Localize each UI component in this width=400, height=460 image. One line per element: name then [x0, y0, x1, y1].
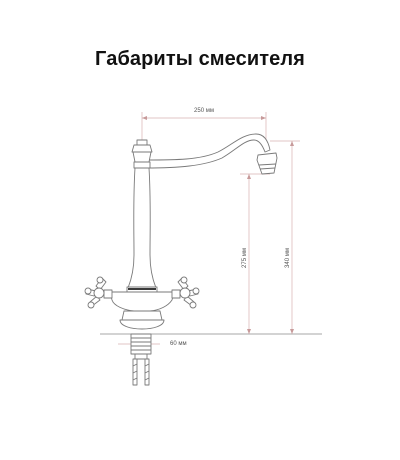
supply-hoses [132, 358, 150, 386]
threaded-shank [130, 333, 152, 360]
dimension-label-base: 60 мм [170, 341, 187, 347]
left-handle [84, 276, 113, 309]
page-title: Габариты смесителя [95, 48, 305, 70]
dimension-label-spout-height: 275 мм [242, 248, 248, 268]
right-handle [171, 276, 200, 309]
mixer-body [109, 291, 175, 312]
dimension-label-total-height: 340 мм [285, 248, 291, 268]
column [127, 167, 157, 289]
faucet-outline [84, 133, 278, 386]
column-ring-accent [128, 288, 156, 290]
spout [145, 133, 278, 175]
top-cap [131, 139, 153, 169]
dimension-arrows [142, 116, 294, 334]
dimension-label-reach: 250 мм [194, 108, 214, 114]
